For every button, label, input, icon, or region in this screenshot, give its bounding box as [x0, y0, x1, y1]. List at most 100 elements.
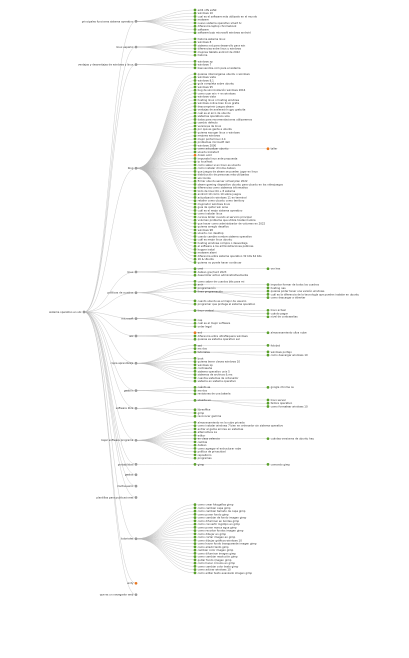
- leaf-node[interactable]: [193, 218, 197, 222]
- leaf-node[interactable]: [193, 370, 197, 373]
- leaf-node[interactable]: [193, 522, 197, 526]
- branch-node[interactable]: [134, 484, 138, 488]
- sub-node[interactable]: [266, 350, 270, 354]
- sub-node[interactable]: [266, 315, 270, 319]
- branch-node[interactable]: [134, 581, 138, 585]
- leaf-node[interactable]: [193, 337, 197, 341]
- leaf-node[interactable]: [193, 228, 197, 232]
- leaf-node[interactable]: [193, 290, 197, 293]
- sub-node[interactable]: [266, 405, 270, 408]
- leaf-node[interactable]: [193, 199, 197, 203]
- leaf-node[interactable]: [193, 209, 197, 212]
- leaf-node[interactable]: [193, 516, 197, 520]
- sub-node[interactable]: [266, 344, 270, 347]
- leaf-node[interactable]: [193, 437, 197, 441]
- sub-node[interactable]: [266, 463, 270, 466]
- leaf-node[interactable]: [193, 529, 197, 533]
- leaf-node[interactable]: [193, 189, 197, 193]
- leaf-node[interactable]: [193, 147, 197, 151]
- root-node[interactable]: [82, 310, 86, 314]
- leaf-node[interactable]: [193, 447, 197, 450]
- leaf-node[interactable]: [193, 15, 197, 18]
- leaf-node[interactable]: [193, 414, 197, 418]
- branch-node[interactable]: [134, 406, 138, 410]
- leaf-node[interactable]: [193, 565, 197, 568]
- leaf-node[interactable]: [193, 92, 197, 95]
- leaf-node[interactable]: [193, 286, 197, 290]
- leaf-node[interactable]: [193, 121, 197, 125]
- leaf-node[interactable]: [193, 283, 197, 286]
- leaf-node[interactable]: [193, 561, 197, 565]
- leaf-node[interactable]: [193, 539, 197, 542]
- leaf-node[interactable]: [193, 363, 197, 367]
- leaf-node[interactable]: [193, 552, 197, 555]
- leaf-node[interactable]: [193, 506, 197, 510]
- leaf-node[interactable]: [193, 186, 197, 190]
- leaf-node[interactable]: [193, 66, 197, 70]
- leaf-node[interactable]: [193, 215, 197, 219]
- leaf-node[interactable]: [193, 248, 197, 251]
- leaf-node[interactable]: [193, 542, 197, 546]
- leaf-node[interactable]: [193, 357, 197, 360]
- leaf-node[interactable]: [193, 8, 197, 12]
- leaf-node[interactable]: [193, 360, 197, 363]
- leaf-node[interactable]: [193, 456, 197, 460]
- leaf-node[interactable]: [193, 334, 197, 338]
- leaf-node[interactable]: [193, 450, 197, 454]
- leaf-node[interactable]: [193, 202, 197, 206]
- leaf-node[interactable]: [193, 101, 197, 105]
- leaf-node[interactable]: [193, 63, 197, 66]
- leaf-node[interactable]: [193, 205, 197, 209]
- branch-node[interactable]: [134, 270, 138, 274]
- sub-node[interactable]: [266, 312, 270, 315]
- branch-node[interactable]: [134, 537, 138, 541]
- leaf-node[interactable]: [193, 548, 197, 552]
- leaf-node[interactable]: [193, 231, 197, 235]
- leaf-node[interactable]: [193, 40, 197, 44]
- leaf-node[interactable]: [193, 545, 197, 549]
- sub-node[interactable]: [266, 401, 270, 405]
- leaf-node[interactable]: [193, 526, 197, 529]
- leaf-node[interactable]: [193, 153, 197, 157]
- leaf-node[interactable]: [193, 463, 197, 466]
- leaf-node[interactable]: [193, 440, 197, 444]
- leaf-node[interactable]: [193, 98, 197, 102]
- leaf-node[interactable]: [193, 411, 197, 415]
- leaf-node[interactable]: [193, 267, 197, 271]
- leaf-node[interactable]: [193, 53, 197, 57]
- leaf-node[interactable]: [193, 21, 197, 25]
- leaf-node[interactable]: [193, 108, 197, 112]
- leaf-node[interactable]: [193, 571, 197, 575]
- leaf-node[interactable]: [193, 127, 197, 131]
- sub-node[interactable]: [266, 289, 270, 293]
- leaf-node[interactable]: [193, 509, 197, 513]
- leaf-node[interactable]: [193, 430, 197, 434]
- branch-node[interactable]: [134, 361, 138, 365]
- branch-node[interactable]: [134, 20, 138, 23]
- leaf-node[interactable]: [193, 85, 197, 89]
- leaf-node[interactable]: [193, 235, 197, 238]
- branch-node[interactable]: [134, 473, 138, 477]
- leaf-node[interactable]: [193, 31, 197, 35]
- leaf-node[interactable]: [193, 373, 197, 376]
- leaf-node[interactable]: [193, 79, 197, 82]
- leaf-node[interactable]: [193, 503, 197, 506]
- leaf-node[interactable]: [193, 379, 197, 383]
- branch-node[interactable]: [134, 45, 138, 49]
- leaf-node[interactable]: [193, 183, 197, 186]
- leaf-node[interactable]: [193, 443, 197, 447]
- leaf-node[interactable]: [193, 118, 197, 121]
- leaf-node[interactable]: [193, 28, 197, 31]
- leaf-node[interactable]: [193, 114, 197, 118]
- leaf-node[interactable]: [193, 513, 197, 516]
- sub-node[interactable]: [266, 267, 270, 271]
- leaf-node[interactable]: [193, 124, 197, 128]
- leaf-node[interactable]: [193, 140, 197, 144]
- leaf-node[interactable]: [193, 519, 197, 523]
- leaf-node[interactable]: [193, 173, 197, 177]
- leaf-node[interactable]: [193, 555, 197, 559]
- leaf-node[interactable]: [193, 427, 197, 431]
- sub-node[interactable]: [266, 437, 270, 441]
- leaf-node[interactable]: [193, 398, 197, 402]
- leaf-node[interactable]: [193, 157, 197, 160]
